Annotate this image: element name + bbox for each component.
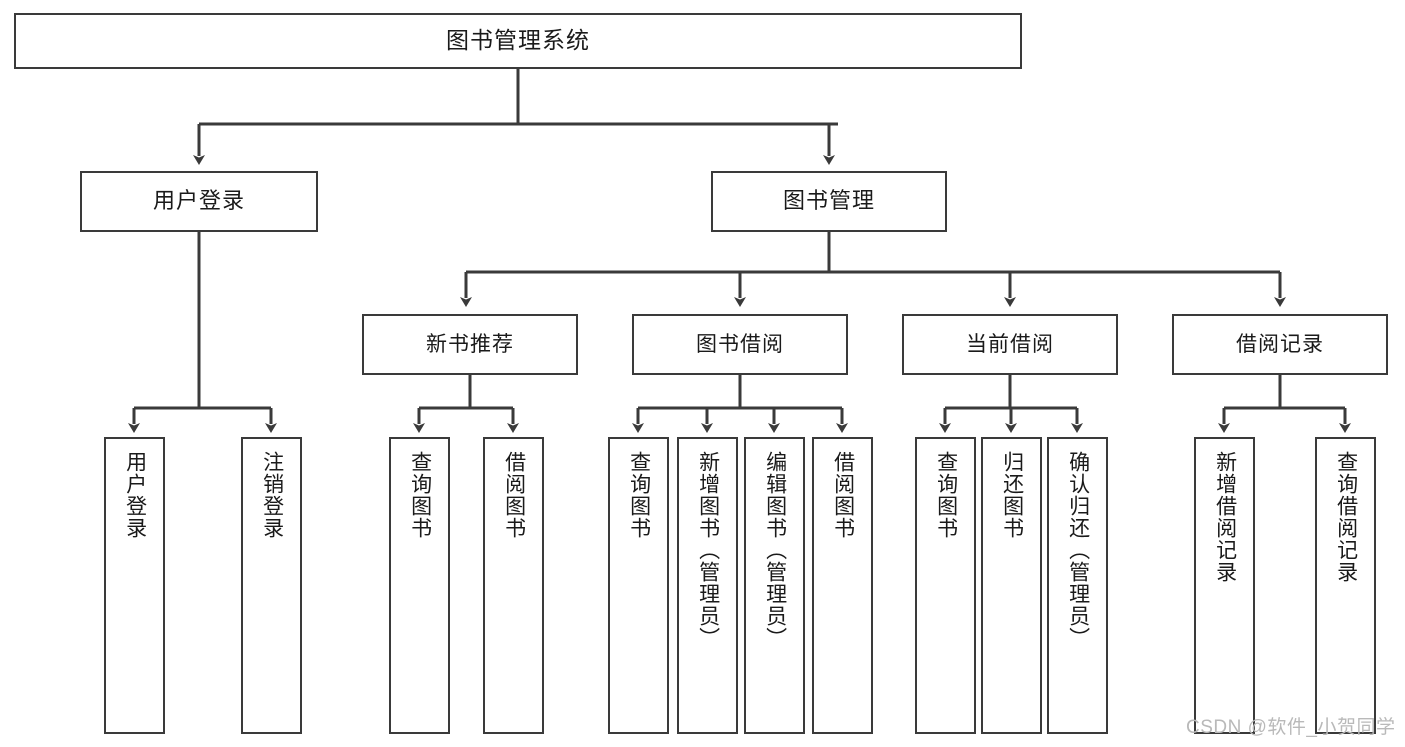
node-leaf-add-book[interactable]: 新增图书（管理员）	[677, 437, 738, 734]
node-user-login-label: 用户登录	[152, 188, 245, 214]
node-leaf-return-book[interactable]: 归还图书	[981, 437, 1042, 734]
node-leaf-edit-book[interactable]: 编辑图书（管理员）	[744, 437, 805, 734]
node-leaf-confirm-return-label: 确认归还（管理员）	[1066, 451, 1090, 649]
node-leaf-add-record[interactable]: 新增借阅记录	[1194, 437, 1255, 734]
node-book-borrow[interactable]: 图书借阅	[632, 314, 848, 375]
node-leaf-logout-label: 注销登录	[260, 451, 284, 539]
node-leaf-borrow-book-1[interactable]: 借阅图书	[483, 437, 544, 734]
node-borrow-record-label: 借阅记录	[1236, 332, 1324, 356]
node-leaf-confirm-return[interactable]: 确认归还（管理员）	[1047, 437, 1108, 734]
node-leaf-query-record-label: 查询借阅记录	[1334, 451, 1358, 583]
node-leaf-query-book-2[interactable]: 查询图书	[608, 437, 669, 734]
csdn-watermark: CSDN @软件_小贺同学	[1186, 717, 1396, 738]
node-leaf-user-login-label: 用户登录	[123, 451, 147, 539]
node-leaf-borrow-book-1-label: 借阅图书	[502, 451, 526, 539]
node-leaf-borrow-book-2[interactable]: 借阅图书	[812, 437, 873, 734]
node-leaf-edit-book-label: 编辑图书（管理员）	[763, 451, 787, 649]
node-root[interactable]: 图书管理系统	[14, 13, 1022, 69]
node-leaf-logout[interactable]: 注销登录	[241, 437, 302, 734]
node-current-borrow[interactable]: 当前借阅	[902, 314, 1118, 375]
node-user-login[interactable]: 用户登录	[80, 171, 318, 232]
node-leaf-add-book-label: 新增图书（管理员）	[696, 451, 720, 649]
node-leaf-query-book-3[interactable]: 查询图书	[915, 437, 976, 734]
node-current-borrow-label: 当前借阅	[966, 332, 1054, 356]
node-leaf-return-book-label: 归还图书	[1000, 451, 1024, 539]
node-leaf-query-book-2-label: 查询图书	[627, 451, 651, 539]
node-leaf-query-book-1-label: 查询图书	[408, 451, 432, 539]
node-new-book-rec-label: 新书推荐	[426, 332, 514, 356]
node-leaf-borrow-book-2-label: 借阅图书	[831, 451, 855, 539]
node-leaf-user-login[interactable]: 用户登录	[104, 437, 165, 734]
node-book-manage[interactable]: 图书管理	[711, 171, 947, 232]
node-leaf-query-book-1[interactable]: 查询图书	[389, 437, 450, 734]
node-new-book-rec[interactable]: 新书推荐	[362, 314, 578, 375]
node-book-manage-label: 图书管理	[782, 188, 875, 214]
node-leaf-add-record-label: 新增借阅记录	[1213, 451, 1237, 583]
node-root-label: 图书管理系统	[446, 27, 590, 54]
node-leaf-query-record[interactable]: 查询借阅记录	[1315, 437, 1376, 734]
node-borrow-record[interactable]: 借阅记录	[1172, 314, 1388, 375]
node-leaf-query-book-3-label: 查询图书	[934, 451, 958, 539]
node-book-borrow-label: 图书借阅	[696, 332, 784, 356]
